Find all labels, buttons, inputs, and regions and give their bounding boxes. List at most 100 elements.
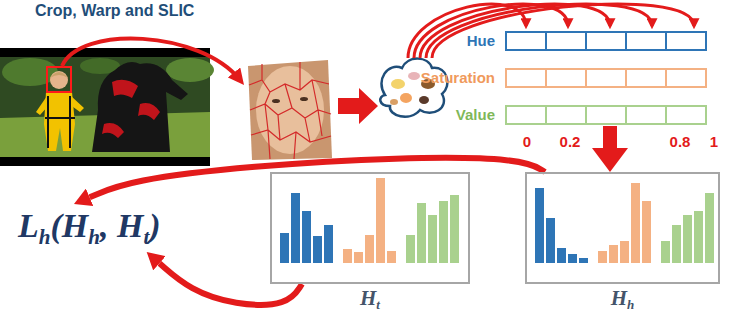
bin-cell xyxy=(505,68,547,88)
superpixel-cloud xyxy=(380,59,447,117)
histogram-bars xyxy=(280,178,714,263)
text-run: L xyxy=(18,207,39,244)
axis-tick: 1 xyxy=(710,132,718,152)
histogram-bar xyxy=(324,225,333,263)
histogram-bar xyxy=(365,235,374,263)
child-hair xyxy=(50,72,68,78)
crop-box xyxy=(47,67,71,92)
histogram-bar xyxy=(579,258,588,263)
histogram-bar xyxy=(609,245,618,263)
histogram-bar xyxy=(672,225,681,263)
crop-arrow xyxy=(62,39,240,80)
subscript: t xyxy=(143,225,149,249)
histogram-bar xyxy=(683,215,692,263)
axis-tick: 0.2 xyxy=(560,132,581,152)
bin-cells xyxy=(505,105,707,125)
histogram-bar xyxy=(343,249,352,263)
bin-cell xyxy=(625,31,667,51)
bin-cell xyxy=(505,105,547,125)
eye xyxy=(300,97,308,101)
bin-cell xyxy=(545,68,587,88)
histogram-name: Hh xyxy=(527,286,718,313)
bin-cell xyxy=(665,68,707,88)
suit-stripes xyxy=(45,96,75,148)
text-run: H xyxy=(611,286,627,310)
histogram-name: Ht xyxy=(272,286,468,313)
subscript: h xyxy=(627,297,634,312)
histogram-bar xyxy=(406,235,415,263)
bin-arrow xyxy=(432,4,694,58)
histogram-bar xyxy=(291,193,300,263)
bin-cell xyxy=(545,31,587,51)
histogram-bar xyxy=(694,211,703,263)
histogram-bar xyxy=(387,251,396,263)
bin-cell xyxy=(625,105,667,125)
cloud-outline xyxy=(380,59,447,117)
axis-tick: 0 xyxy=(523,132,531,152)
histogram-bar xyxy=(302,211,311,263)
axis-tick: 0.8 xyxy=(670,132,691,152)
text-run: , H xyxy=(100,207,143,244)
histogram-panel: Ht xyxy=(270,172,470,284)
step-label: Crop, Warp and SLIC xyxy=(35,1,194,21)
text-run: H xyxy=(360,286,376,310)
bin-cells xyxy=(505,31,707,51)
bin-cells xyxy=(505,68,707,88)
histogram-bar xyxy=(557,248,566,263)
subscript: h xyxy=(88,225,100,249)
histogram-bar xyxy=(417,203,426,263)
subscript: h xyxy=(39,225,51,249)
formula-text: Lh(Hh, Ht) xyxy=(18,206,161,250)
histogram-bar xyxy=(620,241,629,263)
channel-label: Saturation xyxy=(400,67,495,89)
child-body xyxy=(44,92,75,151)
histogram-bar xyxy=(450,195,459,263)
channel-row: Value xyxy=(400,104,707,126)
bin-cell xyxy=(585,68,627,88)
channel-label: Hue xyxy=(400,30,495,52)
histogram-bar xyxy=(439,201,448,263)
histogram-bar xyxy=(598,251,607,263)
dark-figure xyxy=(92,62,188,152)
superpixel xyxy=(400,93,412,103)
histogram-bar xyxy=(428,215,437,263)
foliage xyxy=(166,58,214,82)
histogram-bar xyxy=(661,241,670,263)
histogram-bar xyxy=(313,236,322,263)
figure-patches xyxy=(102,80,160,138)
channel-label: Value xyxy=(400,104,495,126)
histogram-bar xyxy=(631,183,640,263)
histogram-bar xyxy=(376,178,385,263)
eye xyxy=(272,99,280,103)
child-head xyxy=(50,71,68,89)
subscript: t xyxy=(376,297,380,312)
loss-formula: Lh(Hh, Ht) xyxy=(14,204,165,252)
block-arrow xyxy=(338,88,378,124)
bin-cell xyxy=(665,31,707,51)
flow-arrow xyxy=(90,158,545,197)
superpixel xyxy=(391,79,405,89)
video-frame xyxy=(0,48,214,166)
text-run: ) xyxy=(149,207,160,244)
histogram-bar xyxy=(705,193,714,263)
bin-cell xyxy=(665,105,707,125)
channel-row: Hue xyxy=(400,30,707,52)
warped-crop xyxy=(248,60,332,160)
histogram-bar xyxy=(354,252,363,263)
histogram-bar xyxy=(535,188,544,263)
bin-cell xyxy=(625,68,667,88)
bin-cell xyxy=(585,105,627,125)
child-arms xyxy=(36,96,84,115)
bin-cell xyxy=(545,105,587,125)
flow-arrow xyxy=(603,126,617,148)
foliage xyxy=(2,58,58,86)
histogram-bar xyxy=(568,254,577,263)
histogram-bar xyxy=(642,201,651,263)
superpixel xyxy=(408,72,420,80)
histogram-panel: Hh xyxy=(525,172,720,284)
superpixel xyxy=(419,96,429,104)
channel-row: Saturation xyxy=(400,67,707,89)
histogram-bar xyxy=(546,218,555,263)
superpixel xyxy=(390,99,398,105)
